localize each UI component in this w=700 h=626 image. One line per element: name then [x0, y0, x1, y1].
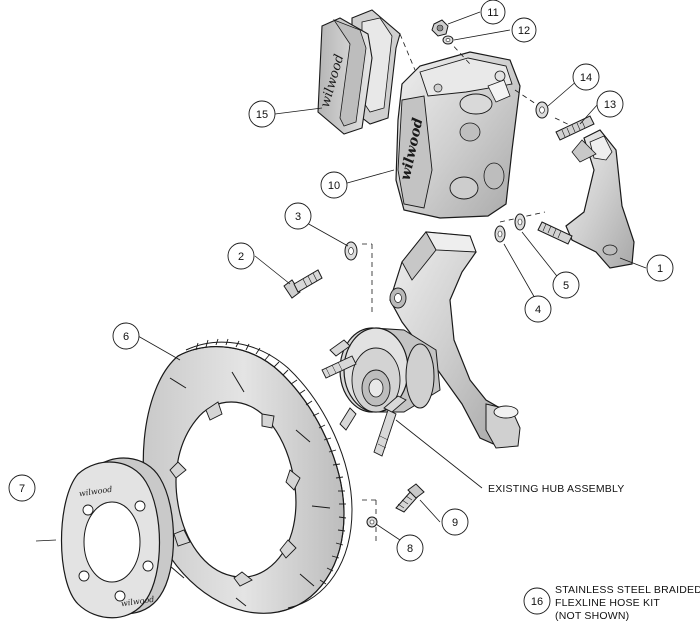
- callout-2: 2: [227, 242, 255, 270]
- hub-label: EXISTING HUB ASSEMBLY: [488, 483, 624, 495]
- hat-bolt-9: [395, 483, 425, 513]
- caliper-nut: [431, 19, 449, 37]
- svg-text:14: 14: [580, 72, 592, 84]
- mounting-stud: [555, 115, 595, 141]
- svg-text:5: 5: [563, 280, 569, 292]
- svg-text:11: 11: [487, 7, 498, 19]
- svg-text:(NOT SHOWN): (NOT SHOWN): [555, 610, 629, 622]
- svg-text:15: 15: [256, 109, 268, 121]
- shim-washer-4: [494, 225, 506, 243]
- svg-text:12: 12: [518, 25, 530, 37]
- spindle-bolt-2: [283, 269, 323, 299]
- svg-text:10: 10: [328, 180, 340, 192]
- callout-12: 12: [511, 17, 537, 43]
- caliper: wilwood: [395, 51, 521, 219]
- callout-9: 9: [441, 508, 469, 536]
- callout-4: 4: [524, 295, 552, 323]
- bracket-washer-14: [535, 101, 549, 119]
- brake-rotor: [142, 338, 353, 614]
- callout-15: 15: [248, 100, 276, 128]
- caliper-washer-small: [442, 35, 454, 45]
- rotor-hat: wilwood wilwood: [35, 457, 175, 619]
- svg-text:FLEXLINE HOSE KIT: FLEXLINE HOSE KIT: [555, 597, 660, 609]
- existing-hub-assembly: [321, 327, 441, 457]
- callout-7: 7: [8, 474, 36, 502]
- hat-washer-8: [366, 516, 378, 528]
- callout-10: 10: [320, 171, 348, 199]
- callout-11: 11: [480, 0, 506, 25]
- callout-13: 13: [596, 90, 624, 118]
- svg-text:4: 4: [535, 304, 541, 316]
- svg-text:7: 7: [19, 483, 25, 495]
- spindle-washer-3: [344, 241, 358, 261]
- leader-lines: [137, 11, 647, 545]
- callout-5: 5: [552, 271, 580, 299]
- svg-text:1: 1: [657, 263, 663, 275]
- svg-text:EXISTING HUB ASSEMBLY: EXISTING HUB ASSEMBLY: [488, 483, 624, 495]
- spindle-knuckle: [389, 231, 521, 449]
- shim-washer-5: [514, 213, 526, 231]
- svg-text:16: 16: [531, 596, 543, 608]
- svg-text:8: 8: [407, 543, 413, 555]
- svg-text:2: 2: [238, 251, 244, 263]
- callout-3: 3: [284, 202, 312, 230]
- alignment-lines: [362, 33, 581, 545]
- svg-text:STAINLESS STEEL BRAIDED: STAINLESS STEEL BRAIDED: [555, 584, 700, 596]
- callout-14: 14: [572, 63, 600, 91]
- callout-8: 8: [396, 534, 424, 562]
- brake-pads: wilwood: [317, 9, 401, 135]
- svg-text:13: 13: [604, 99, 616, 111]
- callout-1: 1: [646, 254, 674, 282]
- svg-text:3: 3: [295, 211, 301, 223]
- svg-text:6: 6: [123, 331, 129, 343]
- callout-6: 6: [112, 322, 140, 350]
- svg-text:9: 9: [452, 517, 458, 529]
- caliper-bracket: [537, 129, 635, 269]
- hose-kit-note: 16 STAINLESS STEEL BRAIDED FLEXLINE HOSE…: [523, 584, 700, 622]
